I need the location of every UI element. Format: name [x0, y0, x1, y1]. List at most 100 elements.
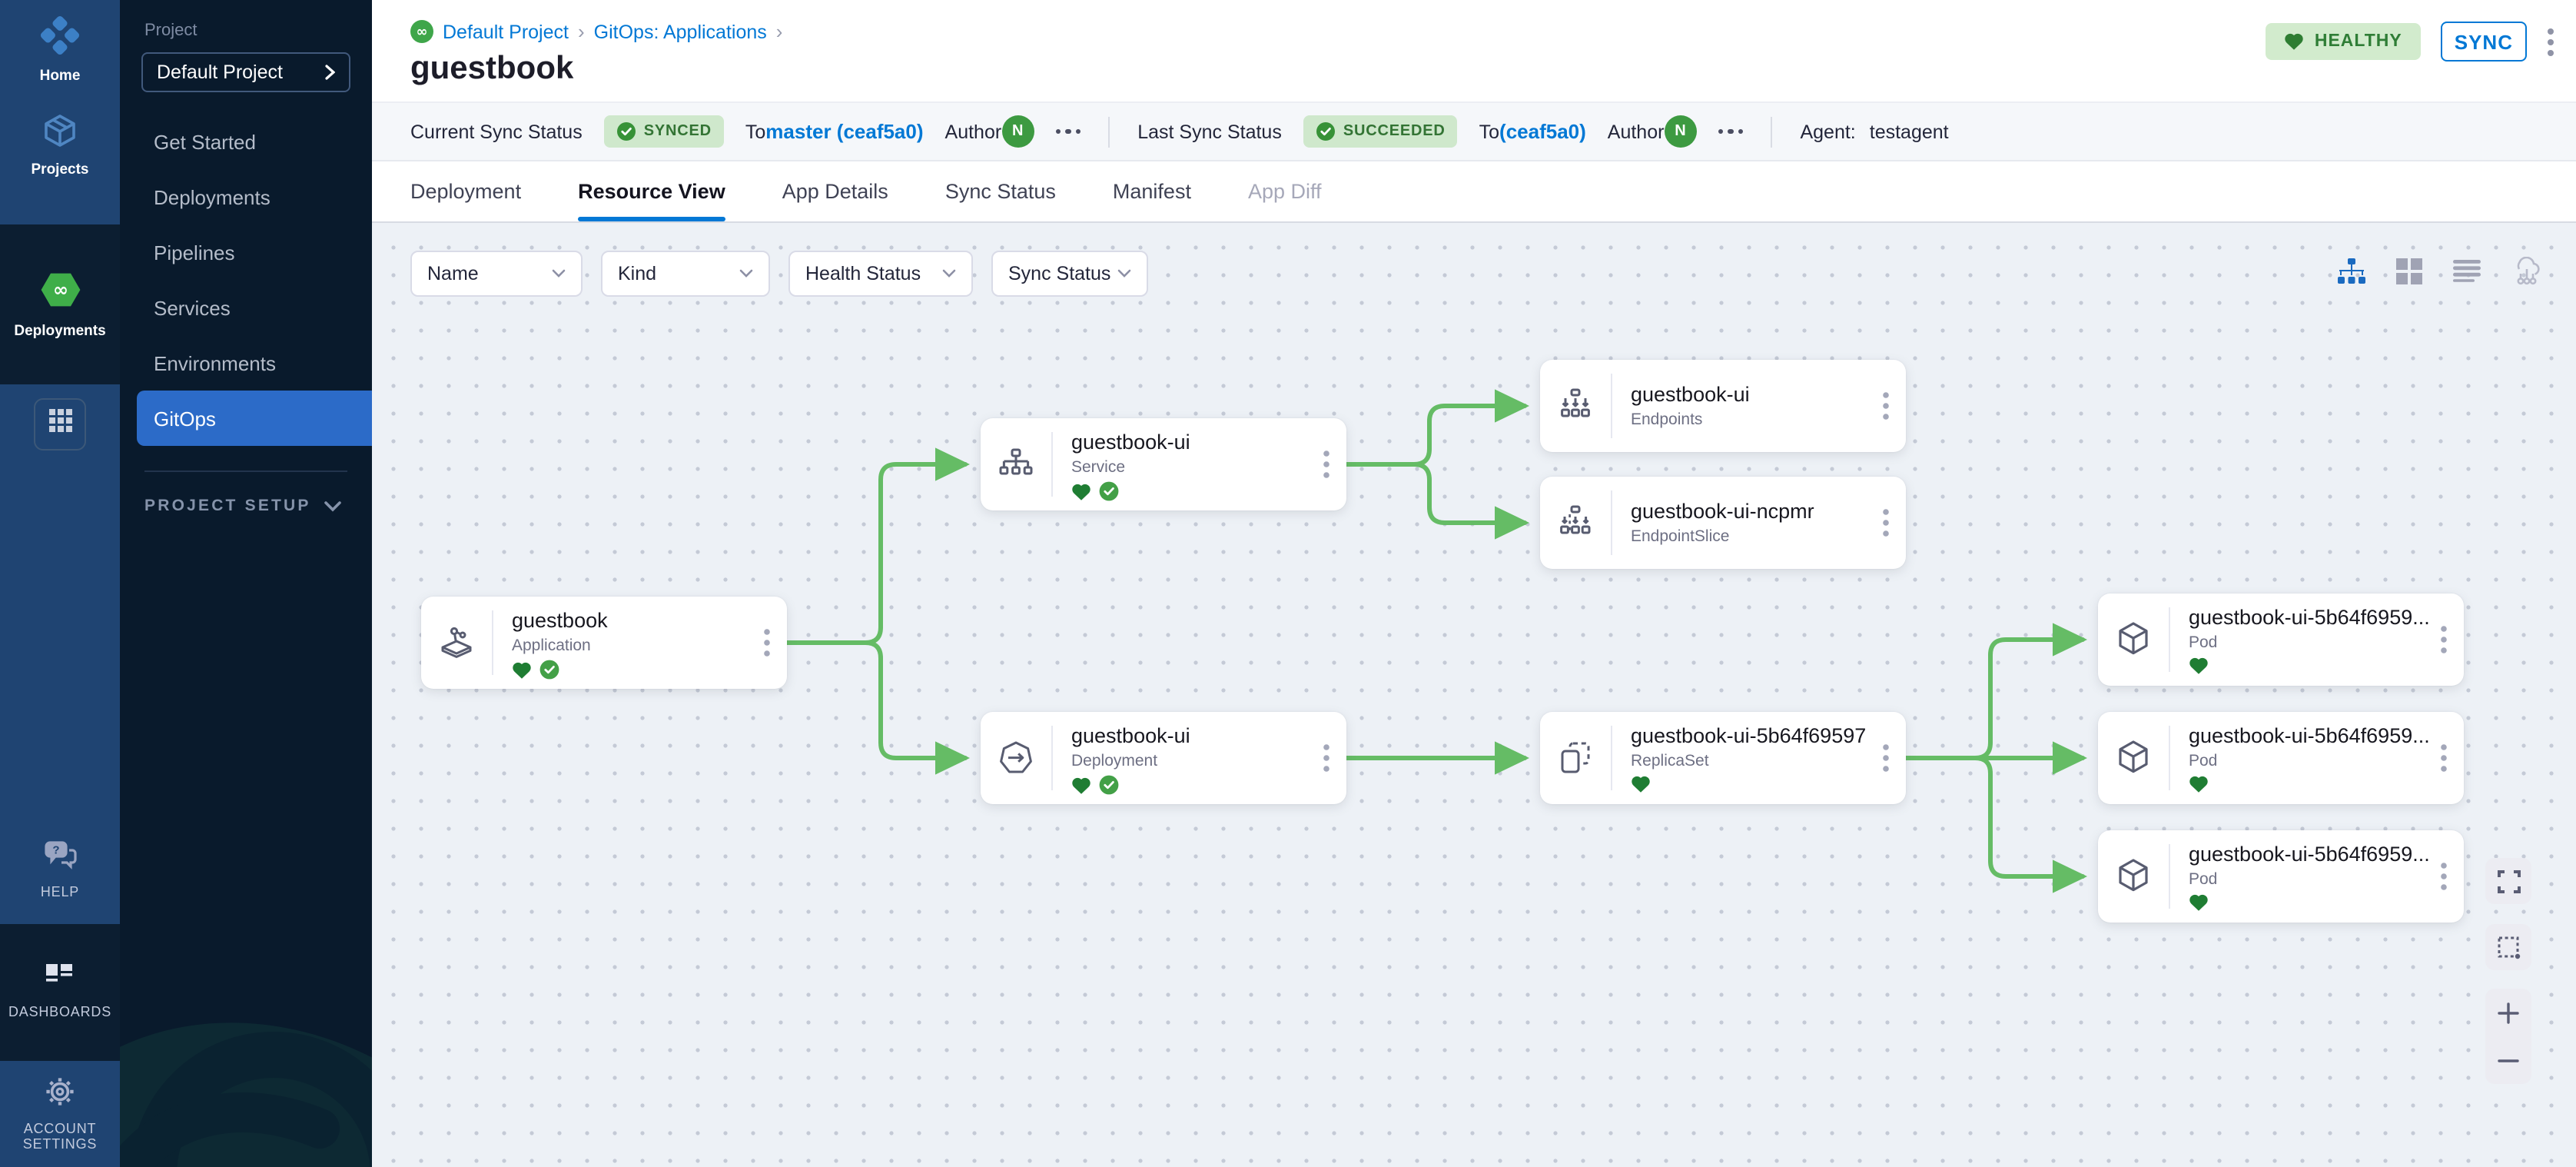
- grid-view-icon[interactable]: [2396, 258, 2422, 284]
- rail-item-label: DASHBOARDS: [8, 1004, 111, 1020]
- rail-item-label: Projects: [31, 161, 89, 178]
- node-status-icons: [2189, 657, 2464, 675]
- sidebar-item-pipelines[interactable]: Pipelines: [154, 241, 235, 264]
- node-menu-button[interactable]: [2430, 856, 2458, 896]
- tab-sync-status[interactable]: Sync Status: [944, 180, 1056, 203]
- current-sync-target-link[interactable]: master (ceaf5a0): [765, 120, 924, 143]
- view-mode-switcher: [2338, 257, 2542, 286]
- module-picker-button[interactable]: [34, 398, 86, 451]
- zoom-in-button[interactable]: [2485, 991, 2531, 1034]
- node-status-icons: [2189, 775, 2464, 793]
- rail-item-label: Home: [39, 68, 81, 85]
- rail-item-deployments[interactable]: ∞ Deployments: [14, 268, 106, 341]
- resource-tree-edges: [785, 389, 2087, 893]
- filter-label: Sync Status: [1008, 263, 1111, 284]
- breadcrumb-link-gitops-applications[interactable]: GitOps: Applications: [593, 21, 767, 42]
- zoom-controls: [2485, 989, 2531, 1084]
- breadcrumb-link-project[interactable]: Default Project: [443, 21, 569, 42]
- divider: [1108, 116, 1110, 147]
- tree-view-icon[interactable]: [2338, 258, 2365, 284]
- node-menu-button[interactable]: [2430, 620, 2458, 660]
- rail-module-block: ∞ Deployments: [0, 224, 120, 384]
- node-deployment-guestbook-ui[interactable]: guestbook-ui Deployment: [981, 712, 1346, 804]
- project-setup-toggle[interactable]: PROJECT SETUP: [144, 497, 341, 515]
- icon-rail: Home Projects ∞ Deployments: [0, 0, 120, 1167]
- node-menu-button[interactable]: [1313, 444, 1340, 484]
- node-menu-button[interactable]: [1872, 503, 1900, 543]
- node-endpoints-guestbook-ui[interactable]: guestbook-ui Endpoints: [1540, 360, 1906, 452]
- node-endpointslice-guestbook-ui-ncpmr[interactable]: guestbook-ui-ncpmr EndpointSlice: [1540, 477, 1906, 569]
- gitops-logo-icon: ∞: [410, 20, 433, 43]
- svg-text:∞: ∞: [52, 278, 68, 300]
- node-replicaset-guestbook-ui-5b64f69597[interactable]: guestbook-ui-5b64f69597 ReplicaSet: [1540, 712, 1906, 804]
- list-view-icon[interactable]: [2453, 260, 2481, 283]
- sync-button[interactable]: SYNC: [2440, 22, 2527, 62]
- filter-kind-dropdown[interactable]: Kind: [601, 251, 770, 297]
- healthy-heart-icon: [1072, 483, 1090, 500]
- node-menu-button[interactable]: [2430, 738, 2458, 778]
- check-circle-icon: [616, 122, 636, 141]
- tab-resource-view[interactable]: Resource View: [578, 161, 725, 221]
- divider: [1771, 116, 1773, 147]
- sidebar-item-services[interactable]: Services: [154, 296, 231, 319]
- node-kind: Deployment: [1071, 752, 1158, 770]
- filter-name-dropdown[interactable]: Name: [410, 251, 583, 297]
- fullscreen-button[interactable]: [2485, 858, 2531, 904]
- node-kind: ReplicaSet: [1631, 752, 1709, 770]
- agent-value: testagent: [1869, 121, 1949, 142]
- filter-label: Health Status: [805, 263, 921, 284]
- minus-icon: [2498, 1059, 2519, 1062]
- healthy-heart-icon: [2189, 776, 2208, 793]
- rail-middle-block: ? HELP: [0, 384, 120, 924]
- sidebar-item-deployments[interactable]: Deployments: [154, 185, 271, 208]
- svg-text:?: ?: [51, 843, 58, 856]
- node-menu-button[interactable]: [1872, 386, 1900, 426]
- node-status-icons: [512, 660, 787, 680]
- node-title: guestbook-ui-5b64f69597: [1631, 724, 1867, 747]
- network-view-icon[interactable]: [2511, 257, 2542, 286]
- deployments-module-icon: ∞: [39, 268, 81, 318]
- rail-item-projects[interactable]: Projects: [32, 112, 89, 180]
- filter-sync-status-dropdown[interactable]: Sync Status: [991, 251, 1148, 297]
- filter-health-status-dropdown[interactable]: Health Status: [788, 251, 973, 297]
- rail-item-home[interactable]: Home: [39, 15, 81, 86]
- node-title: guestbook-ui: [1071, 724, 1190, 747]
- node-service-guestbook-ui[interactable]: guestbook-ui Service: [981, 418, 1346, 510]
- node-application-guestbook[interactable]: guestbook Application: [421, 597, 787, 689]
- node-menu-button[interactable]: [753, 623, 781, 663]
- rail-item-account-settings[interactable]: ACCOUNT SETTINGS: [11, 1076, 109, 1152]
- tab-manifest[interactable]: Manifest: [1112, 180, 1191, 203]
- node-title: guestbook-ui-5b64f6959...: [2189, 724, 2430, 747]
- to-label: To: [1479, 121, 1500, 142]
- more-authors-button[interactable]: [1055, 128, 1081, 135]
- node-pod-1[interactable]: guestbook-ui-5b64f6959... Pod: [2098, 593, 2464, 686]
- rail-item-help[interactable]: ? HELP: [41, 839, 79, 899]
- rail-item-dashboards[interactable]: DASHBOARDS: [8, 964, 111, 1021]
- node-title: guestbook: [512, 609, 608, 632]
- replicaset-icon: [1540, 726, 1612, 790]
- tab-app-details[interactable]: App Details: [782, 180, 888, 203]
- healthy-heart-icon: [2189, 894, 2208, 911]
- resource-tree-canvas[interactable]: Name Kind Health Status Sync Status: [372, 223, 2576, 1167]
- tab-deployment[interactable]: Deployment: [410, 180, 522, 203]
- project-sidebar: Project Default Project Get Started Depl…: [120, 0, 372, 1167]
- marquee-select-button[interactable]: [2485, 924, 2531, 970]
- project-setup-label: PROJECT SETUP: [144, 497, 311, 515]
- node-pod-2[interactable]: guestbook-ui-5b64f6959... Pod: [2098, 712, 2464, 804]
- node-kind: Pod: [2189, 752, 2218, 770]
- last-sync-target-link[interactable]: (ceaf5a0): [1499, 120, 1586, 143]
- node-menu-button[interactable]: [1313, 738, 1340, 778]
- author-label: Author: [1607, 121, 1665, 142]
- header-menu-button[interactable]: [2547, 27, 2554, 56]
- node-pod-3[interactable]: guestbook-ui-5b64f6959... Pod: [2098, 830, 2464, 923]
- sidebar-item-get-started[interactable]: Get Started: [154, 130, 256, 153]
- zoom-out-button[interactable]: [2485, 1039, 2531, 1082]
- more-authors-button[interactable]: [1718, 128, 1744, 135]
- project-selector[interactable]: Default Project: [141, 52, 350, 92]
- node-menu-button[interactable]: [1872, 738, 1900, 778]
- current-sync-status-badge: SYNCED: [603, 115, 724, 148]
- sidebar-item-environments[interactable]: Environments: [154, 351, 276, 374]
- healthy-heart-icon: [1072, 776, 1090, 793]
- sidebar-item-gitops[interactable]: GitOps: [137, 391, 372, 446]
